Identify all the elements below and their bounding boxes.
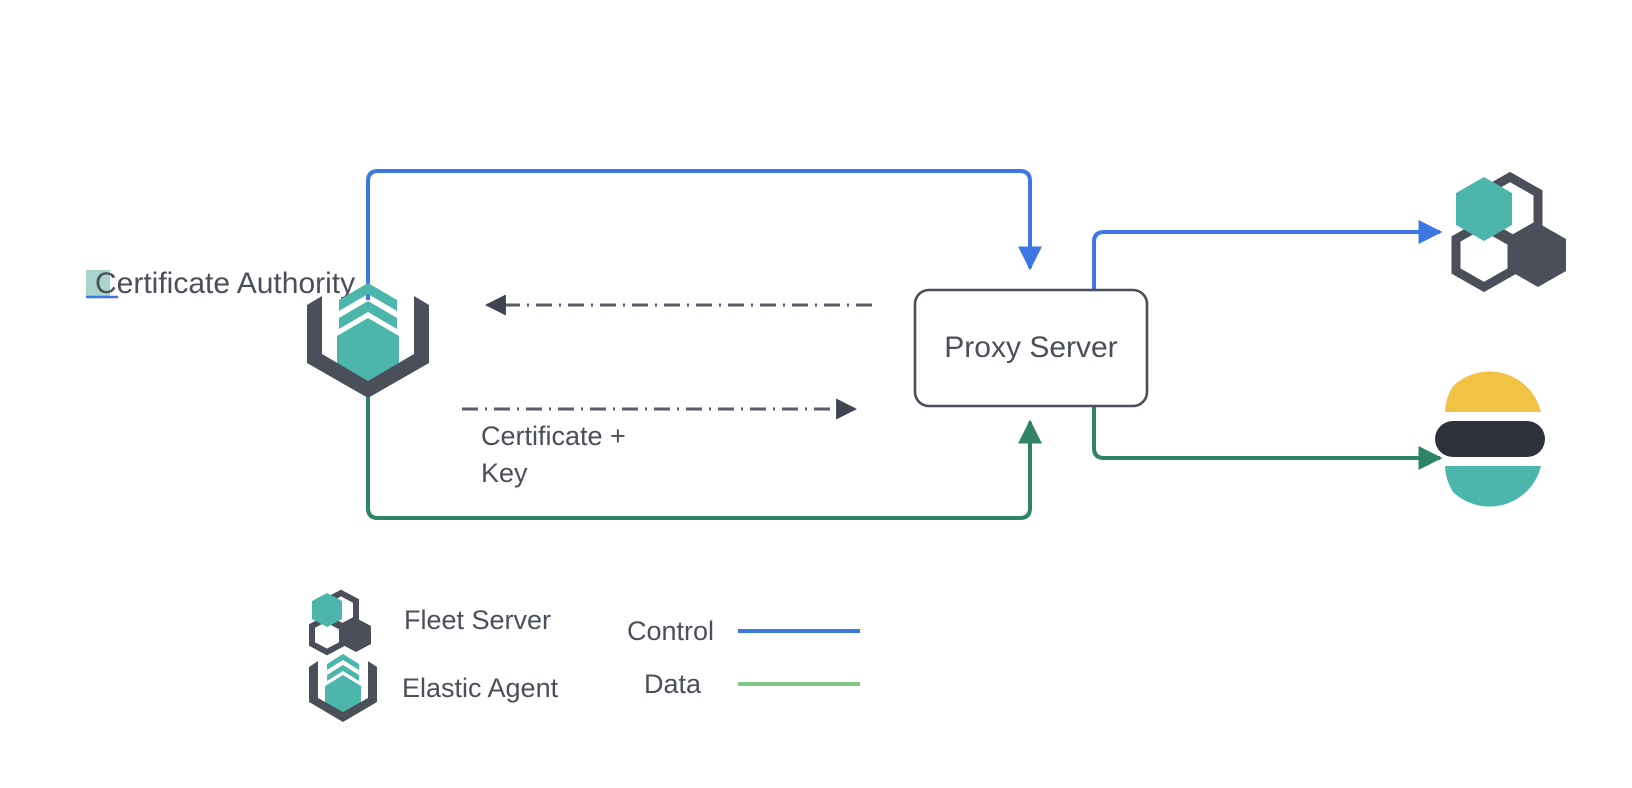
legend-fleet-server-icon — [309, 589, 371, 656]
text-selection-highlight — [86, 270, 110, 298]
proxy-server-box[interactable] — [913, 288, 1149, 408]
legend-item-data: Data — [644, 669, 860, 699]
control-edge-ca-to-proxy — [366, 169, 1042, 300]
data-edge-proxy-to-elasticsearch — [1092, 405, 1443, 470]
certificate-authority-label: Certificate Authority — [95, 267, 355, 300]
proxy-server-label: Proxy Server — [944, 331, 1117, 364]
legend-elastic-agent-label: Elastic Agent — [402, 673, 559, 703]
legend-item-fleet-server: Fleet Server — [309, 589, 551, 656]
legend-item-control: Control — [627, 616, 860, 646]
legend-control-label: Control — [627, 616, 714, 646]
data-edge-ca-to-proxy — [366, 380, 1042, 520]
control-edge-proxy-to-fleet — [1092, 220, 1443, 290]
edge-label-certificate-key-line2: Key — [481, 458, 528, 488]
legend-fleet-server-label: Fleet Server — [404, 605, 551, 635]
legend-elastic-agent-icon — [309, 654, 377, 722]
legend-item-elastic-agent: Elastic Agent — [309, 654, 559, 722]
fleet-server-icon — [1451, 171, 1566, 293]
legend-data-label: Data — [644, 669, 702, 699]
elastic-agent-icon — [307, 283, 429, 398]
elasticsearch-icon — [1435, 371, 1545, 507]
edge-label-certificate-key-line1: Certificate + — [481, 421, 626, 451]
